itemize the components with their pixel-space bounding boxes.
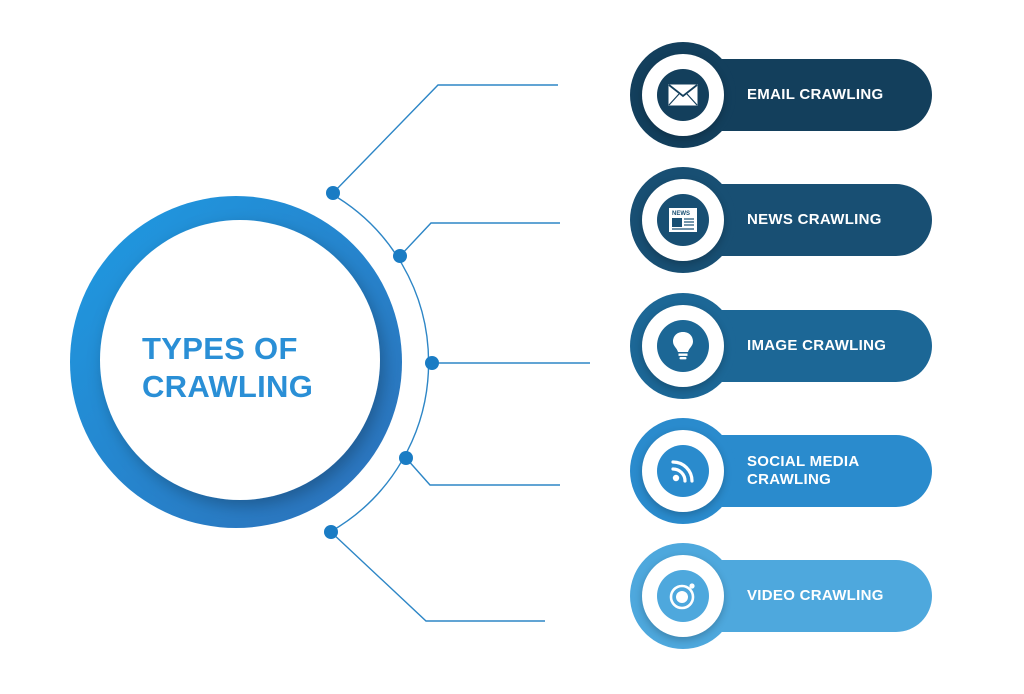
hub-title: TYPES OF CRAWLING xyxy=(142,330,402,406)
video-crawling-label: VIDEO CRAWLING xyxy=(747,587,884,604)
leader-line-social xyxy=(405,457,560,486)
email-ring xyxy=(630,42,736,148)
connector-dot-image xyxy=(425,356,439,370)
connector-dot-news xyxy=(393,249,407,263)
camera-lens-icon xyxy=(657,570,709,622)
video-ring xyxy=(630,543,736,649)
newspaper-icon-text: NEWS xyxy=(672,211,690,217)
leader-line-video xyxy=(330,531,545,622)
news-crawling-label: NEWS CRAWLING xyxy=(747,211,882,228)
leader-line-email xyxy=(332,84,558,194)
rss-icon xyxy=(657,445,709,497)
envelope-icon xyxy=(657,69,709,121)
lightbulb-icon xyxy=(657,320,709,372)
image-ring xyxy=(630,293,736,399)
leader-line-news xyxy=(399,222,560,257)
hub-title-line-1: TYPES OF xyxy=(142,331,298,366)
hub-disc xyxy=(100,220,380,500)
social-media-crawling-label: SOCIAL MEDIA CRAWLING xyxy=(747,453,859,488)
newspaper-icon: NEWS xyxy=(657,194,709,246)
image-crawling-label: IMAGE CRAWLING xyxy=(747,337,887,354)
connector-dot-video xyxy=(324,525,338,539)
hub-title-line-2: CRAWLING xyxy=(142,369,314,404)
news-ring: NEWS xyxy=(630,167,736,273)
social-ring xyxy=(630,418,736,524)
connector-dot-email xyxy=(326,186,340,200)
email-crawling-label: EMAIL CRAWLING xyxy=(747,86,884,103)
connector-dot-social xyxy=(399,451,413,465)
